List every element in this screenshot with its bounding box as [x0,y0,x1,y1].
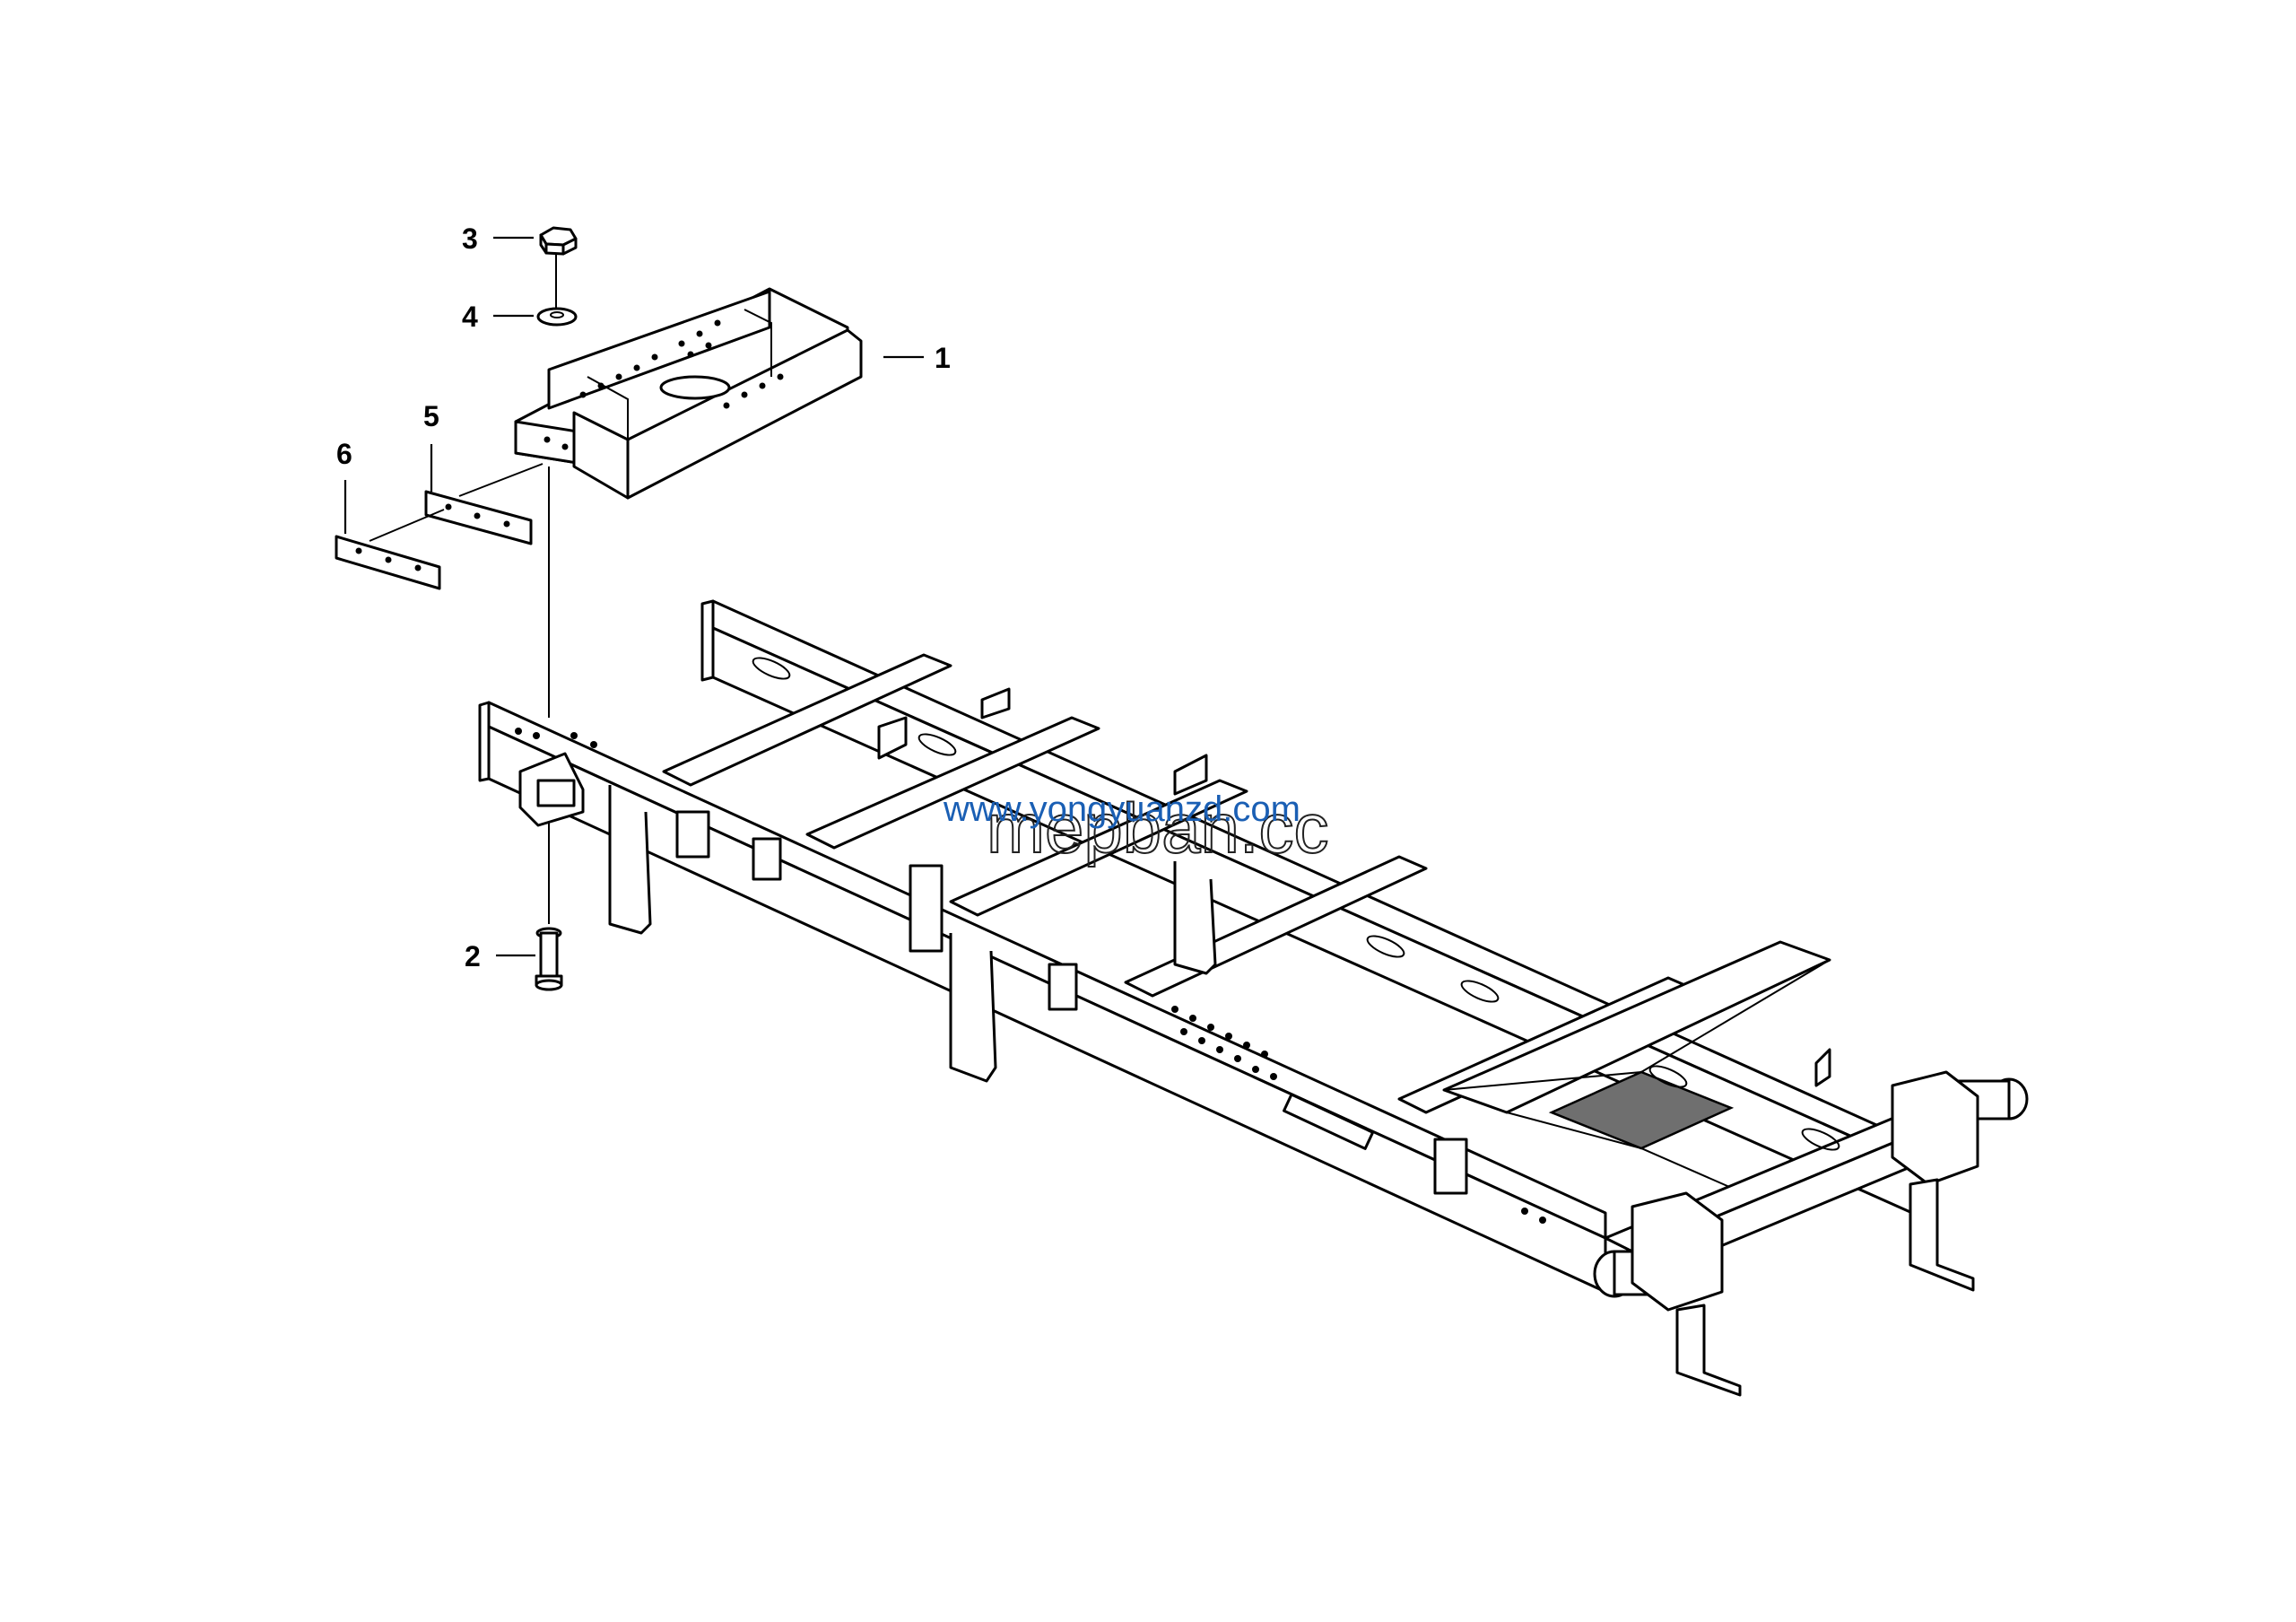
rail-cylinder [1283,1093,1375,1150]
callout-3: 3 [462,222,534,255]
part-2-bolt [535,927,563,991]
hanging-bracket-2 [949,933,997,1083]
callout-6: 6 [336,438,352,534]
near-rail-holes [515,728,1546,1224]
callout-2: 2 [465,940,535,972]
part-1-mounting-bracket [514,287,863,500]
shim-leader-5 [458,463,544,497]
rail-clip-4 [1048,963,1078,1011]
rear-axle-stub-left [1593,1191,1742,1397]
callout-5: 5 [423,400,439,492]
svg-text:5: 5 [423,400,439,432]
hanging-bracket-3 [1173,861,1217,975]
part-5-shim-plate [424,490,533,545]
far-rail-slots [752,657,1840,1151]
bracket-holes [544,319,784,450]
rail-clip-1 [675,810,710,859]
svg-text:3: 3 [462,222,478,255]
chassis-frame [478,599,2029,1397]
svg-text:4: 4 [462,301,478,333]
watermark-url: www.yongyuanzd.com [943,789,1300,829]
part-3-nut [539,226,578,256]
svg-text:6: 6 [336,438,352,470]
svg-text:1: 1 [935,342,951,374]
hanging-bracket-1 [608,785,652,935]
callout-4: 4 [462,301,534,333]
part-4-washer [536,307,578,327]
rail-clip-5 [1433,1138,1468,1195]
part-6-shim-plate [335,535,441,590]
svg-text:2: 2 [465,940,481,972]
rear-axle-stub-right [1891,1070,2029,1292]
watermark-outline: mepban.cc [987,789,1329,868]
shim-leader-6 [369,509,445,542]
rail-clip-2 [752,837,782,881]
callout-1: 1 [883,342,951,374]
rail-clip-3 [909,864,944,953]
